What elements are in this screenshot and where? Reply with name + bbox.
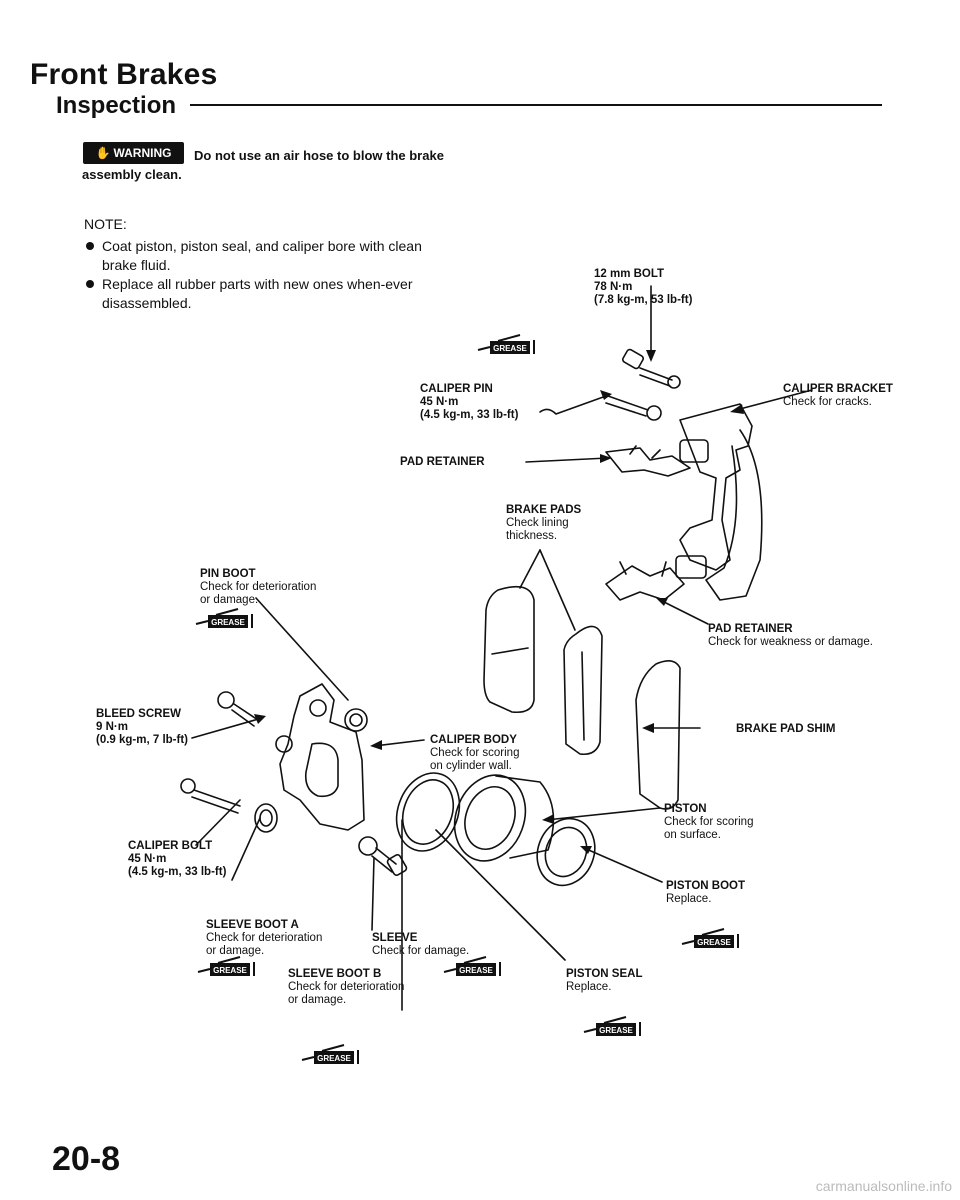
section-rule [190,104,882,106]
leader-line-pad-retainer-top [525,457,609,463]
piston-boot-part [536,817,596,887]
page-title: Front Brakes [30,58,218,91]
pin-boot-part [344,708,368,732]
watermark: carmanualsonline.info [815,1178,952,1194]
label-caliper-bracket: CALIPER BRACKET Check for cracks. [783,383,893,408]
svg-text:GREASE: GREASE [317,1054,351,1063]
label-pad-retainer-bottom: PAD RETAINER Check for weakness or damag… [708,623,873,648]
grease-gun-icon: GREASE [681,928,739,948]
label-sleeve-boot-a: SLEEVE BOOT A Check for deterioration or… [206,919,323,957]
arrowhead [254,714,266,724]
pad-retainer-bottom-part [605,561,685,601]
warning-badge-label: WARNING [113,146,172,160]
piston-part [453,774,555,862]
sleeve-boot-a-part [254,803,278,833]
label-brake-pads: BRAKE PADS Check lining thickness. [506,504,582,542]
arrowhead [646,350,656,362]
label-caliper-pin: CALIPER PIN 45 N·m (4.5 kg-m, 33 lb-ft) [420,383,519,421]
leader-line-caliper-body [373,739,425,747]
grease-gun-icon: GREASE [195,608,253,628]
label-12mm-bolt: 12 mm BOLT 78 N·m (7.8 kg-m, 53 lb-ft) [594,268,693,306]
warning-text: Do not use an air hose to blow the brake… [82,148,444,182]
caliper-body-part [275,683,365,831]
label-sleeve: SLEEVE Check for damage. [372,932,470,957]
svg-text:GREASE: GREASE [493,344,527,353]
warning-hand-icon: ✋ [95,146,111,160]
bolt-12mm-part [622,348,681,389]
arrowhead [542,814,554,824]
note-list: Coat piston, piston seal, and caliper bo… [84,237,454,313]
svg-text:GREASE: GREASE [599,1026,633,1035]
leader-line-brake-pads-b [539,549,576,631]
label-caliper-bolt: CALIPER BOLT 45 N·m (4.5 kg-m, 33 lb-ft) [128,840,227,878]
grease-gun-icon: GREASE [443,956,501,976]
leader-line-pad-retainer-bottom [659,599,709,625]
arrowhead [370,740,382,750]
leader-line-caliper-pin [539,395,607,415]
note-label: NOTE: [84,216,127,232]
label-sleeve-boot-b: SLEEVE BOOT B Check for deterioration or… [288,968,405,1006]
label-caliper-body: CALIPER BODY Check for scoring on cylind… [430,734,520,772]
leader-line-brake-pads-a [519,549,541,589]
piston-seal-part [395,772,461,852]
svg-text:GREASE: GREASE [459,966,493,975]
arrowhead [656,598,668,606]
label-pad-retainer-top: PAD RETAINER [400,456,485,468]
grease-gun-icon: GREASE [197,956,255,976]
leader-line-piston-boot [583,847,663,883]
sleeve-part [358,836,408,876]
leader-line-bleed-screw [191,717,263,739]
grease-gun-icon: GREASE [477,334,535,354]
section-title: Inspection [56,92,177,119]
brake-pad-shim-part [635,660,681,810]
leader-line-caliper-bracket [735,389,813,411]
leader-line-caliper-bolt [195,799,241,846]
arrowhead [580,846,592,854]
label-brake-pad-shim: BRAKE PAD SHIM [736,723,836,735]
svg-text:GREASE: GREASE [697,938,731,947]
brake-pad-inner-part [483,585,535,714]
leader-line-sleeve [371,857,375,931]
bleed-screw-part [217,691,259,727]
arrowhead [730,404,744,414]
page-number: 20-8 [52,1140,121,1178]
label-pin-boot: PIN BOOT Check for deterioration or dama… [200,568,317,606]
leader-line-pin-boot [255,597,349,701]
grease-gun-icon: GREASE [301,1044,359,1064]
arrowhead [600,390,612,400]
svg-text:GREASE: GREASE [213,966,247,975]
caliper-bracket-part [675,403,763,601]
brake-pad-outer-part [563,625,603,756]
label-bleed-screw: BLEED SCREW 9 N·m (0.9 kg-m, 7 lb-ft) [96,708,189,746]
label-piston: PISTON Check for scoring on surface. [664,803,754,841]
caliper-bolt-part [180,778,241,814]
leader-line-sleeve-boot-a [231,817,261,881]
label-piston-seal: PISTON SEAL Replace. [566,968,643,993]
arrowhead [642,723,654,733]
note-item: Coat piston, piston seal, and caliper bo… [84,237,454,275]
arrowhead [600,454,612,463]
svg-text:GREASE: GREASE [211,618,245,627]
pad-retainer-top-part [605,445,691,477]
note-item: Replace all rubber parts with new ones w… [84,275,454,313]
leader-line-piston [545,807,661,821]
label-piston-boot: PISTON BOOT Replace. [666,880,746,905]
grease-gun-icon: GREASE [583,1016,641,1036]
warning-badge: ✋ WARNING [83,142,184,164]
leader-line-piston-seal [435,829,566,961]
caliper-pin-part [605,395,662,421]
